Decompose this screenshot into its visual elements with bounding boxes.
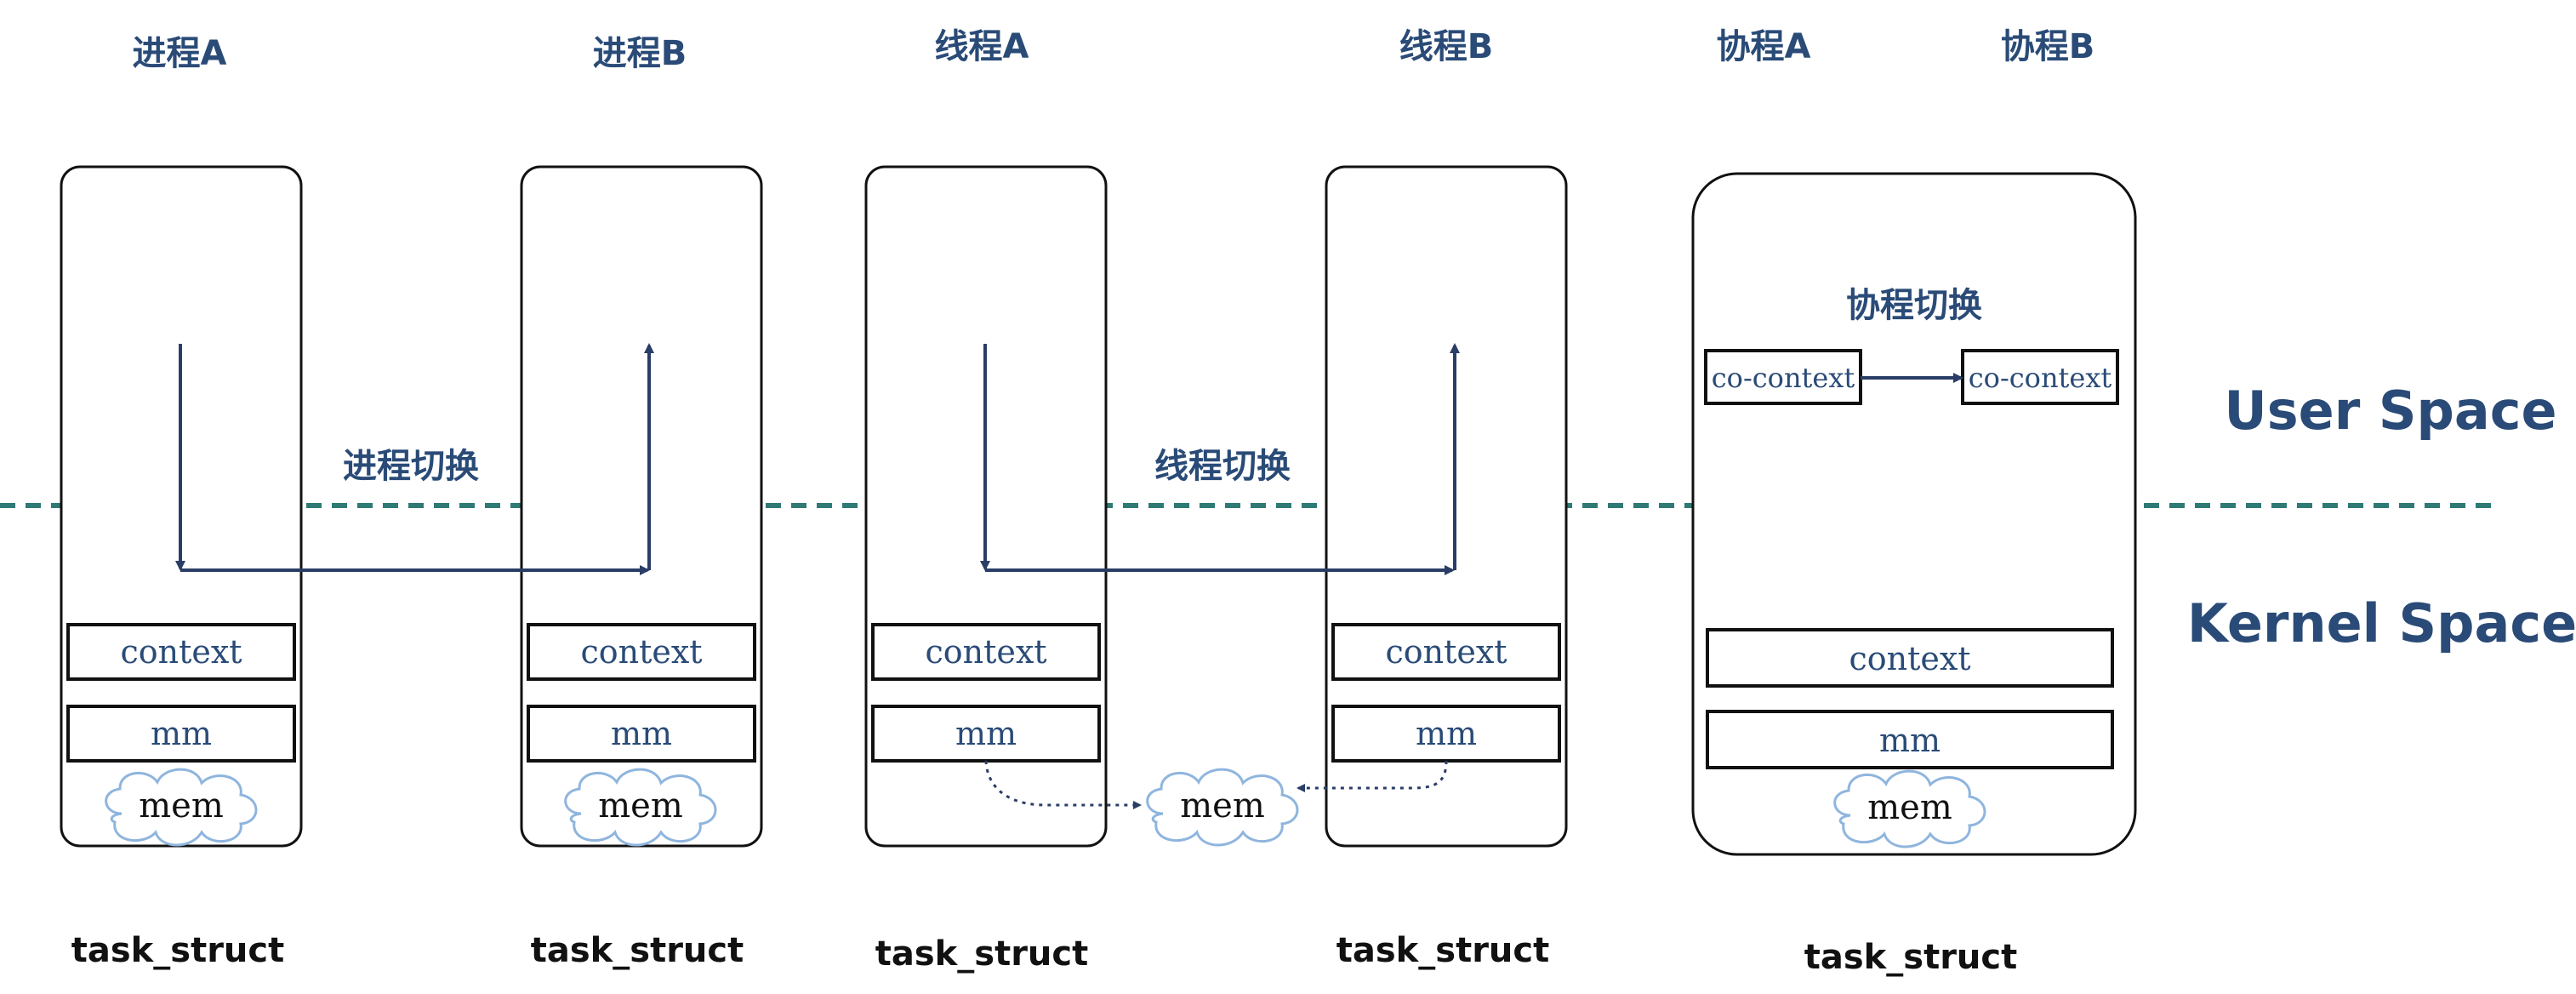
coroutine-mm-text: mm [1879,722,1941,759]
process-b-context-text: context [580,633,702,671]
process-b-mm-text: mm [611,715,672,752]
process-a-title: 进程A [133,34,227,73]
thread-a-mm-box [871,705,1101,763]
thread-b-title: 线程B [1399,27,1494,66]
thread-b-task-struct-label: task_struct [1336,931,1550,970]
thread-a-title: 线程A [935,27,1029,66]
thread-a-task-struct-label: task_struct [875,934,1089,974]
process-b-title: 进程B [593,34,687,73]
process-b-mm-box [527,705,756,763]
process-b-mem-text: mem [598,786,683,825]
process-a-mm-box [66,705,296,763]
process-a-mem-text: mem [139,786,224,825]
kernel-space-label: Kernel Space [2187,592,2576,654]
coroutine-mm-box [1706,710,2114,769]
coroutine-mem-text: mem [1867,788,1952,827]
thread-b-mm-text: mm [1416,715,1477,752]
coroutine-context-box [1706,628,2114,688]
coroutine-b-title: 协程B [2001,27,2095,66]
process-b-task-struct-label: task_struct [531,931,744,970]
coroutine-a-title: 协程A [1717,27,1811,66]
process-a-task-struct-label: task_struct [71,931,285,970]
coroutine-switch-label: 协程切换 [1846,286,1982,325]
thread-a-context-box [871,623,1101,681]
process-a-mm-text: mm [151,715,212,752]
coroutine-task-struct-label: task_struct [1804,938,2018,977]
thread-b-context-text: context [1385,633,1507,671]
process-b-context-box [527,623,756,681]
thread-switch-label: 线程切换 [1154,447,1291,486]
process-switch-label: 进程切换 [343,447,479,486]
coroutine-a-co-context-text: co-context [1712,362,1855,394]
coroutine-context-text: context [1849,640,1970,677]
thread-a-mm-text: mm [955,715,1017,752]
thread-shared-mem-text: mem [1180,786,1265,825]
thread-b-context-box [1331,623,1561,681]
thread-a-context-text: context [925,633,1046,671]
user-space-label: User Space [2224,380,2556,442]
thread-b-mem-link [1297,760,1448,792]
process-a-context-box [66,623,296,681]
coroutine-b-co-context-text: co-context [1969,362,2112,394]
process-a-context-text: context [120,633,242,671]
